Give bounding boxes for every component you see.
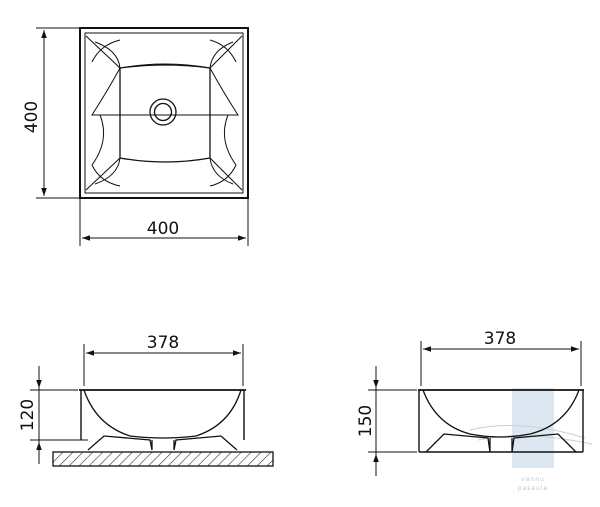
basin-upper-cup xyxy=(91,63,239,116)
side2-width-dimension xyxy=(420,341,582,386)
watermark-text-1: vannu xyxy=(521,476,545,483)
top-view-width-dimension xyxy=(79,198,249,246)
side2-outer-profile xyxy=(418,390,584,452)
side1-foot-profile xyxy=(87,435,238,451)
side2-foot-profile xyxy=(425,433,577,453)
top-view-depth-dimension xyxy=(36,27,80,199)
countertop-hatch xyxy=(52,451,274,467)
basin-side-curves xyxy=(91,114,237,166)
side1-width-dimension xyxy=(83,344,244,386)
top-view-width-label: 400 xyxy=(147,219,179,239)
basin-inner-rim xyxy=(84,32,244,194)
side-view-1 xyxy=(79,389,246,451)
side2-bowl-profile xyxy=(422,389,580,438)
side1-width-label: 378 xyxy=(147,333,179,353)
basin-corner-curves xyxy=(91,39,237,187)
watermark: vannu pasaule xyxy=(469,388,593,492)
side-view-2 xyxy=(418,389,584,453)
side1-height-dimension xyxy=(30,366,88,464)
watermark-text-2: pasaule xyxy=(518,485,548,492)
side1-height-label: 120 xyxy=(18,399,38,431)
side2-width-label: 378 xyxy=(484,329,516,349)
drain-inner-ring xyxy=(153,102,173,122)
basin-outer-rim xyxy=(79,27,249,199)
basin-top-facet xyxy=(94,41,234,69)
top-view-depth-label: 400 xyxy=(22,101,42,133)
side2-height-dimension xyxy=(368,366,417,476)
side2-height-label: 150 xyxy=(356,405,376,437)
side1-outer-profile xyxy=(80,390,245,440)
basin-bowl-outline xyxy=(119,64,211,163)
basin-right-facet xyxy=(209,35,243,191)
top-view xyxy=(79,27,249,199)
basin-bottom-facet xyxy=(94,157,234,185)
drain-outer-ring xyxy=(149,98,177,126)
basin-left-facet xyxy=(85,35,121,191)
side1-bowl-profile xyxy=(83,389,242,439)
